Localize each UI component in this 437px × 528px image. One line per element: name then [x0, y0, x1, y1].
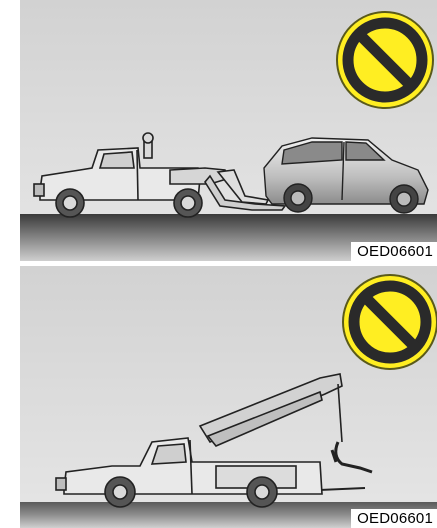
wheel-lift-illustration: [20, 0, 437, 261]
tow-method-panel-wheel-lift: OED06601: [20, 0, 437, 261]
tow-truck-icon: [34, 133, 285, 217]
sling-tow-illustration: [20, 266, 437, 528]
figure-code: OED06601: [351, 242, 437, 261]
hook-tow-truck-icon: [56, 374, 372, 507]
prohibition-icon: [343, 275, 437, 369]
tow-method-panel-sling: OED06601: [20, 266, 437, 528]
hatchback-car-icon: [264, 138, 428, 213]
prohibition-icon: [337, 12, 433, 108]
figure-code: OED06601: [351, 509, 437, 528]
